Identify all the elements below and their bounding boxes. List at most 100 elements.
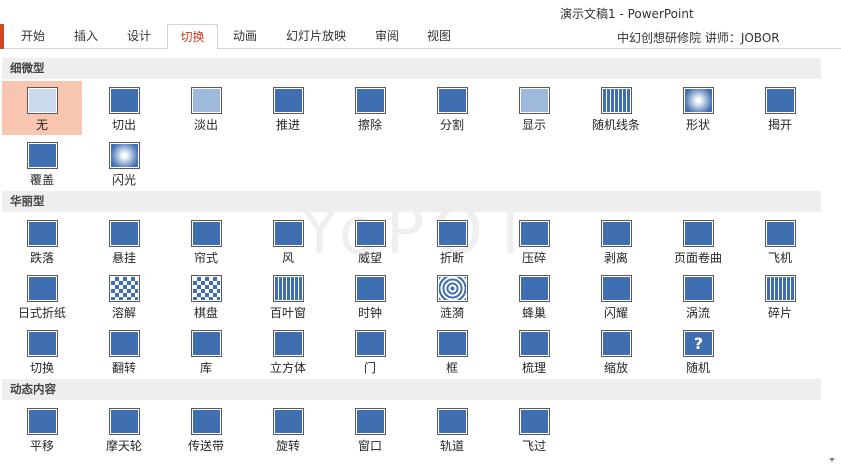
tab-design[interactable]: 设计 xyxy=(126,29,151,43)
transition-label: 无 xyxy=(35,118,48,132)
transition-cube[interactable]: 立方体 xyxy=(248,324,328,378)
thumb-fill xyxy=(357,89,384,112)
transition-shape[interactable]: 形状 xyxy=(658,81,738,135)
ripple-transition-icon xyxy=(437,275,468,302)
thumb-fill xyxy=(29,222,56,245)
transition-zoom[interactable]: 缩放 xyxy=(576,324,656,378)
transition-orbit[interactable]: 轨道 xyxy=(412,402,492,456)
transition-comb[interactable]: 梳理 xyxy=(494,324,574,378)
tab-home[interactable]: 开始 xyxy=(20,29,45,43)
transition-label: 切出 xyxy=(111,118,136,132)
thumb-fill xyxy=(521,277,548,300)
window-transition-icon xyxy=(355,408,386,435)
transition-dissolve[interactable]: 溶解 xyxy=(84,269,164,323)
transition-label: 威望 xyxy=(357,251,382,265)
transition-airplane[interactable]: 飞机 xyxy=(740,214,820,268)
thumb-fill xyxy=(29,410,56,433)
cut-transition-icon xyxy=(109,87,140,114)
thumb-fill xyxy=(29,332,56,355)
app-accent-strip xyxy=(0,24,4,49)
transition-uncover[interactable]: 揭开 xyxy=(740,81,820,135)
thumb-fill xyxy=(193,222,220,245)
transition-page-curl[interactable]: 页面卷曲 xyxy=(658,214,738,268)
transition-reveal[interactable]: 显示 xyxy=(494,81,574,135)
transition-drape[interactable]: 悬挂 xyxy=(84,214,164,268)
tab-animations[interactable]: 动画 xyxy=(232,29,257,43)
airplane-transition-icon xyxy=(765,220,796,247)
tab-transitions[interactable]: 切换 xyxy=(167,24,218,50)
scroll-down-icon[interactable] xyxy=(829,458,835,462)
transition-crush[interactable]: 压碎 xyxy=(494,214,574,268)
tab-slide-show[interactable]: 幻灯片放映 xyxy=(285,29,346,43)
thumb-fill xyxy=(111,222,138,245)
section-header-dynamic: 动态内容 xyxy=(2,379,821,400)
comb-transition-icon xyxy=(519,330,550,357)
push-transition-icon xyxy=(273,87,304,114)
transition-wind[interactable]: 风 xyxy=(248,214,328,268)
transition-none[interactable]: 无 xyxy=(2,81,82,135)
transition-fly-through[interactable]: 飞过 xyxy=(494,402,574,456)
transition-flash[interactable]: 闪光 xyxy=(84,136,164,190)
shape-transition-icon xyxy=(683,87,714,114)
thumb-fill xyxy=(439,277,466,300)
transition-fall-over[interactable]: 跌落 xyxy=(2,214,82,268)
transition-random[interactable]: ? 随机 xyxy=(658,324,738,378)
transition-switch[interactable]: 切换 xyxy=(2,324,82,378)
transition-ferris-wheel[interactable]: 摩天轮 xyxy=(84,402,164,456)
transition-push[interactable]: 推进 xyxy=(248,81,328,135)
transition-cut[interactable]: 切出 xyxy=(84,81,164,135)
transition-label: 随机 xyxy=(685,361,710,375)
transition-conveyor[interactable]: 传送带 xyxy=(166,402,246,456)
thumb-fill xyxy=(439,332,466,355)
transition-doors[interactable]: 门 xyxy=(330,324,410,378)
transition-fade[interactable]: 淡出 xyxy=(166,81,246,135)
transition-label: 剥离 xyxy=(603,251,628,265)
transition-label: 窗口 xyxy=(357,439,382,453)
transition-random-bars[interactable]: 随机线条 xyxy=(576,81,656,135)
transition-fracture[interactable]: 折断 xyxy=(412,214,492,268)
transition-label: 显示 xyxy=(521,118,546,132)
thumb-fill xyxy=(603,222,630,245)
transition-peel-off[interactable]: 剥离 xyxy=(576,214,656,268)
wipe-transition-icon xyxy=(355,87,386,114)
switch-transition-icon xyxy=(27,330,58,357)
transition-window[interactable]: 窗口 xyxy=(330,402,410,456)
transition-clock[interactable]: 时钟 xyxy=(330,269,410,323)
transition-label: 旋转 xyxy=(275,439,300,453)
transition-split[interactable]: 分割 xyxy=(412,81,492,135)
thumb-fill xyxy=(357,277,384,300)
transition-prestige[interactable]: 威望 xyxy=(330,214,410,268)
transition-gallery[interactable]: 库 xyxy=(166,324,246,378)
transition-wipe[interactable]: 擦除 xyxy=(330,81,410,135)
transition-glitter[interactable]: 闪耀 xyxy=(576,269,656,323)
ribbon-tabs: 开始 插入 设计 切换 动画 幻灯片放映 审阅 视图 中幻创想研修院 讲师：JO… xyxy=(0,24,841,50)
transition-ripple[interactable]: 涟漪 xyxy=(412,269,492,323)
transition-shred[interactable]: 碎片 xyxy=(740,269,820,323)
transition-vortex[interactable]: 涡流 xyxy=(658,269,738,323)
thumb-fill xyxy=(603,277,630,300)
thumb-fill xyxy=(357,332,384,355)
rotate-transition-icon xyxy=(273,408,304,435)
transition-checkerboard[interactable]: 棋盘 xyxy=(166,269,246,323)
glitter-transition-icon xyxy=(601,275,632,302)
transition-blinds[interactable]: 百叶窗 xyxy=(248,269,328,323)
transition-label: 风 xyxy=(281,251,294,265)
transition-curtains[interactable]: 帘式 xyxy=(166,214,246,268)
transition-origami[interactable]: 日式折纸 xyxy=(2,269,82,323)
transition-pan[interactable]: 平移 xyxy=(2,402,82,456)
thumb-fill xyxy=(193,89,220,112)
fly-through-transition-icon xyxy=(519,408,550,435)
transition-flip[interactable]: 翻转 xyxy=(84,324,164,378)
transition-box[interactable]: 框 xyxy=(412,324,492,378)
tab-insert[interactable]: 插入 xyxy=(73,29,98,43)
transition-rotate[interactable]: 旋转 xyxy=(248,402,328,456)
thumb-fill: ? xyxy=(685,332,712,355)
transition-cover[interactable]: 覆盖 xyxy=(2,136,82,190)
transition-honeycomb[interactable]: 蜂巢 xyxy=(494,269,574,323)
prestige-transition-icon xyxy=(355,220,386,247)
transition-label: 推进 xyxy=(275,118,300,132)
tab-review[interactable]: 审阅 xyxy=(374,29,399,43)
thumb-fill xyxy=(685,89,712,112)
gallery-scrollbar[interactable] xyxy=(822,58,841,469)
tab-view[interactable]: 视图 xyxy=(426,29,451,43)
